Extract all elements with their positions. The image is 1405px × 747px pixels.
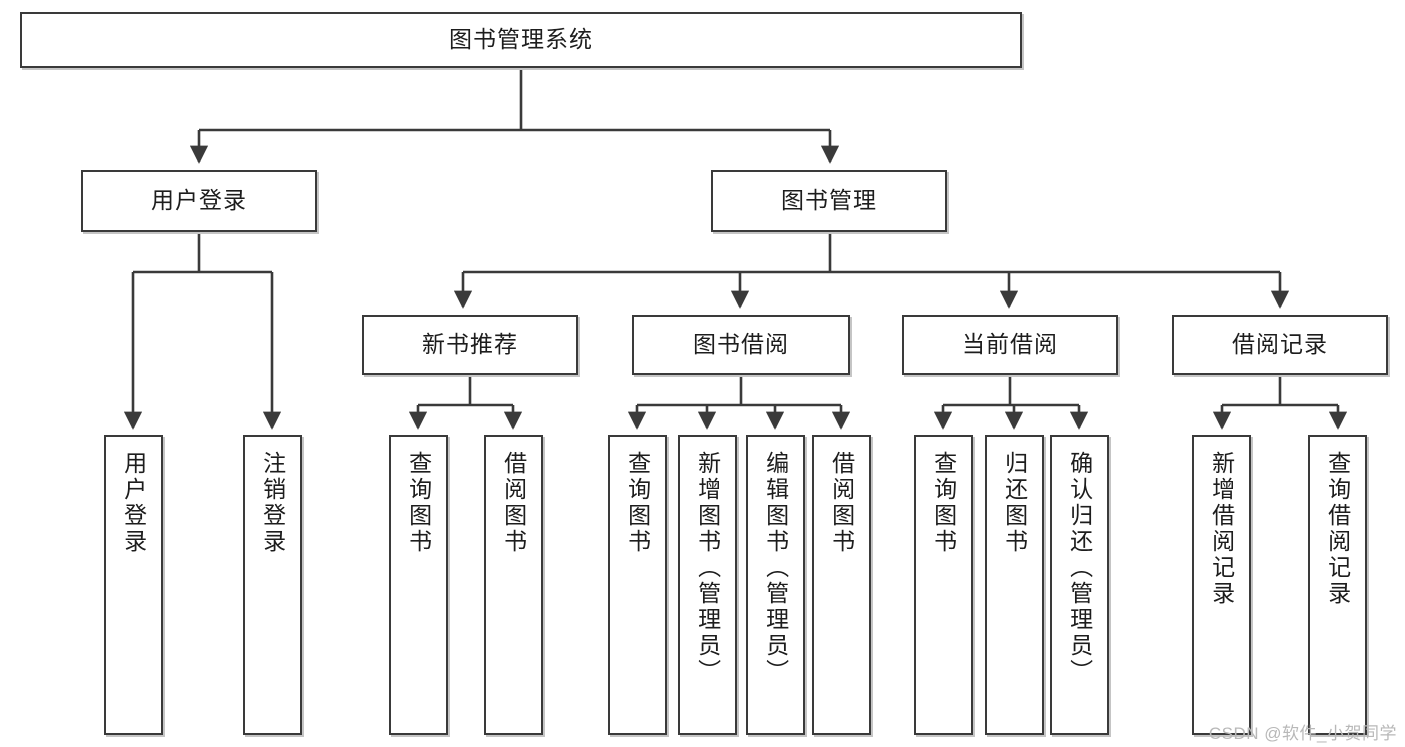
node-book-management[interactable]: 图书管理	[711, 170, 947, 232]
node-current-borrow[interactable]: 当前借阅	[902, 315, 1118, 375]
leaf-book-borrow-edit[interactable]: 编辑图书（管理员）	[746, 435, 805, 735]
leaf-borrow-record-query[interactable]: 查询借阅记录	[1308, 435, 1367, 735]
leaf-book-borrow-borrow[interactable]: 借阅图书	[812, 435, 871, 735]
node-label: 新增图书（管理员）	[694, 451, 721, 685]
node-label: 查询图书	[624, 451, 651, 555]
node-label: 借阅图书	[500, 451, 527, 555]
node-label: 查询图书	[405, 451, 432, 555]
node-root-system[interactable]: 图书管理系统	[20, 12, 1022, 68]
node-label: 注销登录	[259, 451, 286, 555]
leaf-current-borrow-confirm-return[interactable]: 确认归还（管理员）	[1050, 435, 1109, 735]
node-new-book-recommend[interactable]: 新书推荐	[362, 315, 578, 375]
node-label: 用户登录	[120, 451, 147, 555]
leaf-new-book-query[interactable]: 查询图书	[389, 435, 448, 735]
node-label: 当前借阅	[962, 331, 1058, 358]
node-label: 图书借阅	[693, 331, 789, 358]
node-label: 查询借阅记录	[1324, 451, 1351, 607]
leaf-book-borrow-add[interactable]: 新增图书（管理员）	[678, 435, 737, 735]
node-label: 新书推荐	[422, 331, 518, 358]
leaf-user-login-logout[interactable]: 注销登录	[243, 435, 302, 735]
node-label: 查询图书	[930, 451, 957, 555]
node-book-borrow[interactable]: 图书借阅	[632, 315, 850, 375]
leaf-borrow-record-add[interactable]: 新增借阅记录	[1192, 435, 1251, 735]
node-label: 归还图书	[1001, 451, 1028, 555]
node-label: 借阅图书	[828, 451, 855, 555]
leaf-user-login-login[interactable]: 用户登录	[104, 435, 163, 735]
node-label: 用户登录	[151, 187, 247, 214]
node-label: 新增借阅记录	[1208, 451, 1235, 607]
node-label: 借阅记录	[1232, 331, 1328, 358]
node-borrow-record[interactable]: 借阅记录	[1172, 315, 1388, 375]
csdn-watermark: CSDN @软件_小贺同学	[1208, 724, 1397, 743]
leaf-current-borrow-return[interactable]: 归还图书	[985, 435, 1044, 735]
node-label: 图书管理系统	[449, 26, 593, 53]
node-label: 图书管理	[781, 187, 877, 214]
leaf-book-borrow-query[interactable]: 查询图书	[608, 435, 667, 735]
node-user-login[interactable]: 用户登录	[81, 170, 317, 232]
leaf-new-book-borrow[interactable]: 借阅图书	[484, 435, 543, 735]
node-label: 编辑图书（管理员）	[762, 451, 789, 685]
leaf-current-borrow-query[interactable]: 查询图书	[914, 435, 973, 735]
node-label: 确认归还（管理员）	[1066, 451, 1093, 685]
